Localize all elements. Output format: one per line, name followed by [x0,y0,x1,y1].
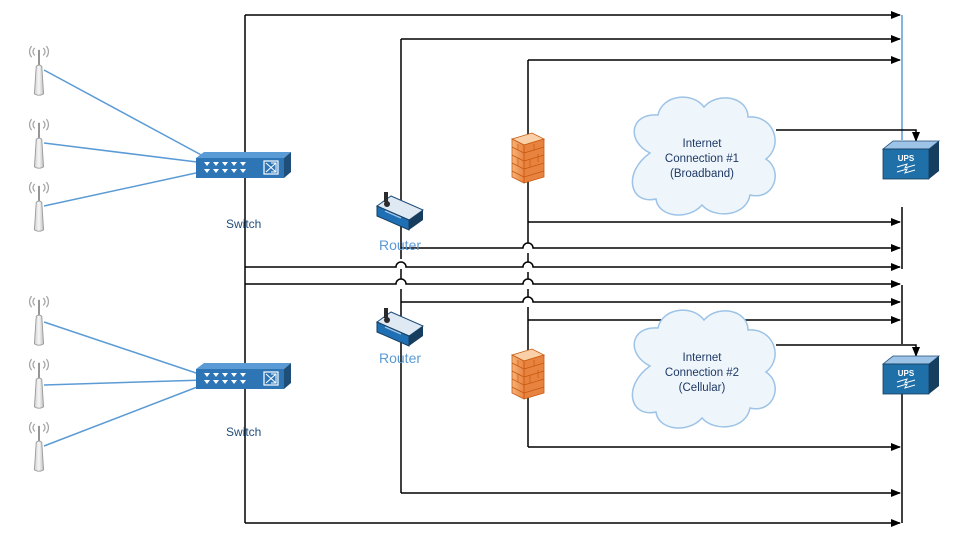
network-switch-icon [196,152,291,178]
router-label: Router [379,237,422,253]
switch-label: Switch [226,425,262,439]
access-points [28,45,50,473]
wireless-access-point-icon [28,421,50,473]
cloud-label-line: Connection #1 [664,153,740,165]
cloud-label-line: Internet [682,352,722,364]
network-switch-icon [196,363,291,389]
wireless-link [43,170,206,207]
horizontal-lines [245,11,920,527]
firewall-brick-icon [510,132,546,184]
firewall-brick-icon [510,348,546,400]
wireless-link [43,379,206,386]
router-icon [375,308,425,347]
switch-label: Switch [226,217,262,231]
wireless-link [43,142,206,164]
router-label: Router [379,350,422,366]
wireless-link [43,321,206,377]
cloud-label-line: (Cellular) [678,382,726,394]
wireless-link [43,383,206,447]
wireless-access-point-icon [28,295,50,347]
ups-power-icon: UPS [881,140,941,180]
cloud-label-line: (Broadband) [670,168,734,180]
wireless-access-point-icon [28,358,50,410]
cloud-label: Internet Connection #1 (Broadband) [637,137,767,182]
cloud-label: Internet Connection #2 (Cellular) [637,351,767,396]
wireless-link [43,69,206,158]
router-icon [375,192,425,231]
wireless-links [43,15,903,447]
wireless-access-point-icon [28,181,50,233]
cloud-label-line: Connection #2 [664,367,740,379]
internet-cloud-icon [631,96,776,216]
cloud-label-line: Internet [682,138,722,150]
ups-label: UPS [898,154,915,163]
ups-power-icon: UPS [881,355,941,395]
internet-cloud-icon [631,309,776,429]
ups-label: UPS [898,369,915,378]
